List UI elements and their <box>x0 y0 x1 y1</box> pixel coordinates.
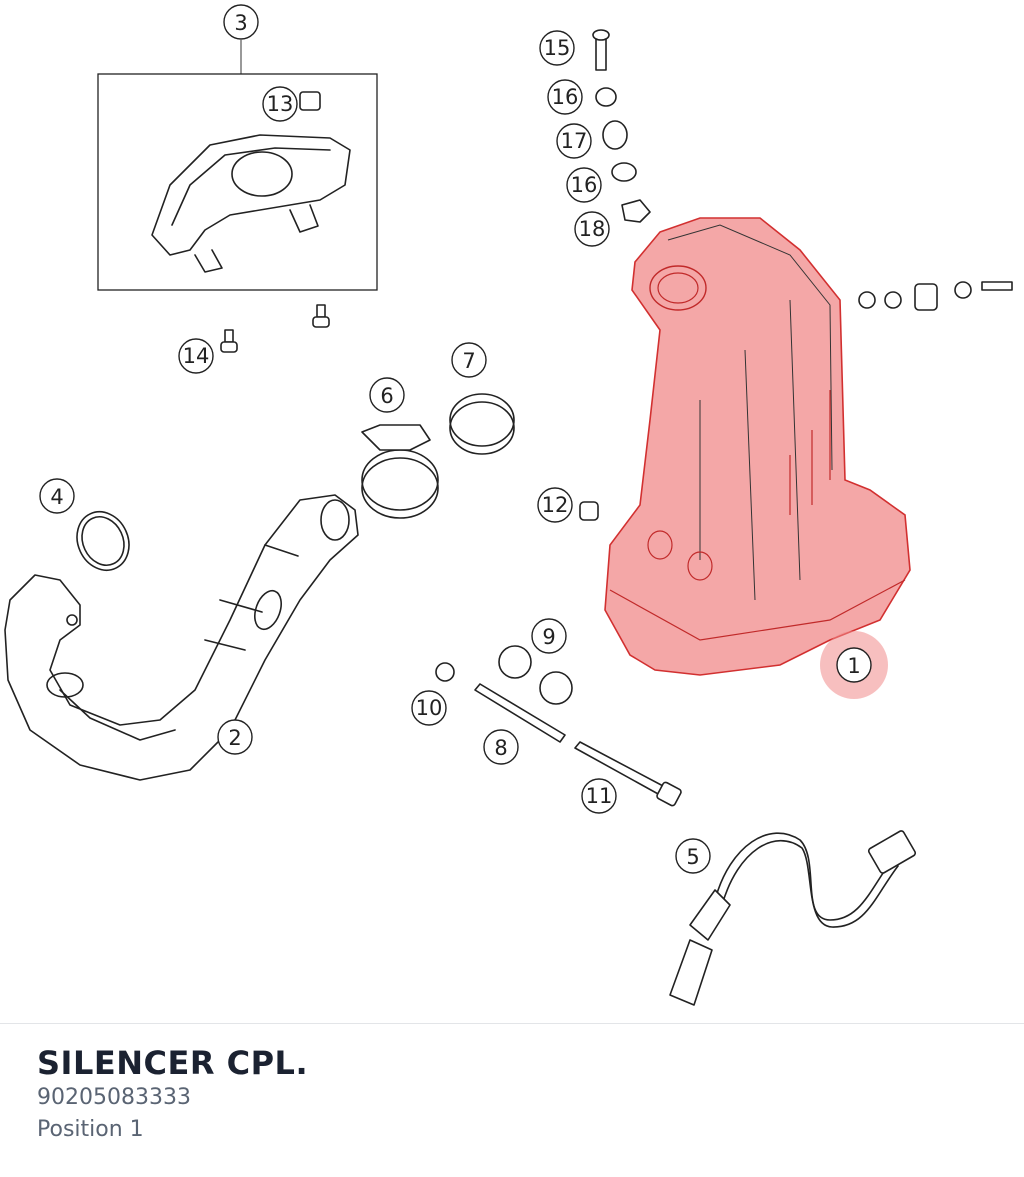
callout-7[interactable]: 7 <box>451 342 487 378</box>
svg-text:17: 17 <box>561 129 588 153</box>
callout-15[interactable]: 15 <box>539 30 575 66</box>
svg-text:18: 18 <box>579 217 606 241</box>
svg-text:13: 13 <box>267 92 294 116</box>
svg-text:15: 15 <box>544 36 571 60</box>
svg-text:3: 3 <box>234 11 247 35</box>
exploded-parts-diagram: 1 2 3 4 5 6 7 8 9 10 11 12 13 14 15 16 1… <box>4 4 1013 1006</box>
svg-text:4: 4 <box>50 485 63 509</box>
svg-text:8: 8 <box>494 736 507 760</box>
parts-15-18-hardware[interactable] <box>592 29 651 223</box>
callout-9[interactable]: 9 <box>531 618 567 654</box>
svg-text:16: 16 <box>552 85 579 109</box>
callout-16-lower[interactable]: 16 <box>566 167 602 203</box>
svg-text:12: 12 <box>542 493 569 517</box>
callout-1[interactable]: 1 <box>836 647 872 683</box>
part-2-manifold[interactable] <box>4 494 359 781</box>
part-6-clamp[interactable] <box>361 424 439 519</box>
svg-text:7: 7 <box>462 349 475 373</box>
svg-text:1: 1 <box>847 654 860 678</box>
part-11-bolt[interactable] <box>574 741 682 807</box>
part-5-lambda-sensor[interactable] <box>669 830 917 1006</box>
part-1-silencer-highlight[interactable] <box>604 217 911 699</box>
callout-14[interactable]: 14 <box>178 338 214 374</box>
part-1-side-hardware[interactable] <box>858 281 1013 311</box>
callout-8[interactable]: 8 <box>483 729 519 765</box>
callout-10[interactable]: 10 <box>411 690 447 726</box>
callout-3[interactable]: 3 <box>223 4 259 40</box>
svg-text:10: 10 <box>416 696 443 720</box>
callout-2[interactable]: 2 <box>217 719 253 755</box>
callout-11[interactable]: 11 <box>581 778 617 814</box>
part-7-ring[interactable] <box>449 393 515 455</box>
svg-text:14: 14 <box>183 344 210 368</box>
part-3-heat-shield[interactable] <box>97 40 378 291</box>
callout-12[interactable]: 12 <box>537 487 573 523</box>
svg-text:11: 11 <box>586 784 613 808</box>
callout-16-upper[interactable]: 16 <box>547 79 583 115</box>
callout-6[interactable]: 6 <box>369 377 405 413</box>
part-position: Position 1 <box>37 1117 144 1142</box>
divider <box>0 1023 1024 1024</box>
callout-13[interactable]: 13 <box>262 86 298 122</box>
svg-text:16: 16 <box>571 173 598 197</box>
callout-17[interactable]: 17 <box>556 123 592 159</box>
svg-text:9: 9 <box>542 625 555 649</box>
selected-part-info: SILENCER CPL. 90205083333 Position 1 <box>37 1044 997 1146</box>
part-12-grommet[interactable] <box>579 501 599 521</box>
part-8-sleeve[interactable] <box>474 683 566 743</box>
part-14-bolts[interactable] <box>220 304 330 353</box>
part-number: 90205083333 <box>37 1085 191 1110</box>
part-title: SILENCER CPL. <box>37 1044 309 1082</box>
svg-text:6: 6 <box>380 384 393 408</box>
part-4-gasket[interactable] <box>68 503 139 579</box>
part-9-bushings[interactable] <box>498 645 573 705</box>
svg-text:2: 2 <box>228 726 241 750</box>
callout-18[interactable]: 18 <box>574 211 610 247</box>
callout-5[interactable]: 5 <box>675 838 711 874</box>
svg-text:5: 5 <box>686 845 699 869</box>
part-10-nut[interactable] <box>435 662 455 682</box>
callout-4[interactable]: 4 <box>39 478 75 514</box>
